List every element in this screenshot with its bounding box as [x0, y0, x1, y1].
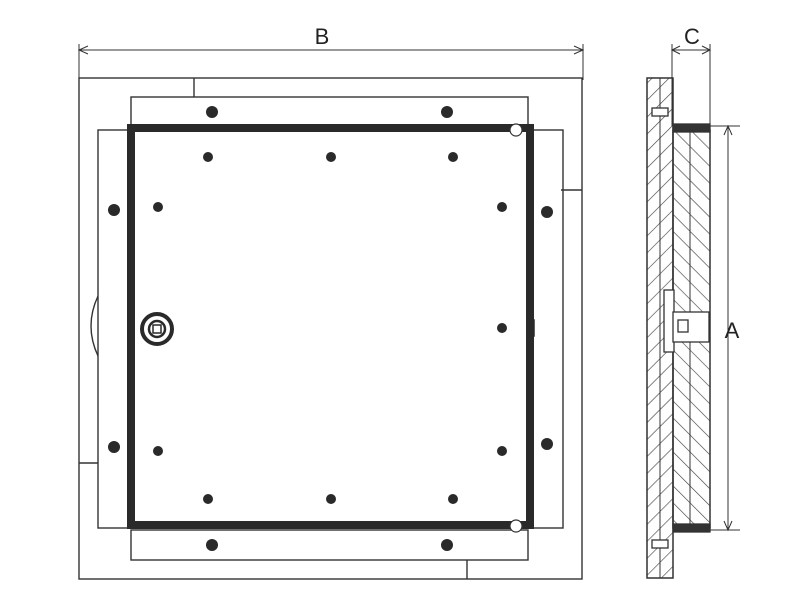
rivet — [326, 152, 336, 162]
rivet — [448, 152, 458, 162]
rivet — [203, 152, 213, 162]
left-plate — [97, 129, 131, 529]
right-plate — [530, 129, 564, 529]
rivet — [203, 494, 213, 504]
dimension-a: A — [708, 124, 740, 532]
rivet — [497, 202, 507, 212]
top-plate — [130, 96, 529, 129]
dimension-c: C — [670, 24, 712, 126]
rivet — [153, 202, 163, 212]
rivet — [497, 323, 507, 333]
rivet — [448, 494, 458, 504]
screw — [206, 539, 218, 551]
dimension-c-label: C — [684, 24, 700, 49]
dimension-b: B — [77, 24, 585, 80]
bottom-plate — [130, 529, 529, 561]
screw — [441, 106, 453, 118]
screw — [541, 438, 553, 450]
lock-mechanism — [663, 289, 710, 353]
front-view: B — [77, 24, 585, 580]
screw — [541, 206, 553, 218]
lock-icon — [140, 312, 174, 346]
door-frame — [127, 124, 534, 529]
side-section-view: C A — [646, 24, 740, 579]
screw — [108, 204, 120, 216]
hinge-bump — [90, 295, 99, 357]
rivet — [326, 494, 336, 504]
screw — [108, 441, 120, 453]
dimension-a-label: A — [725, 318, 740, 343]
screw — [206, 106, 218, 118]
rivet — [497, 446, 507, 456]
screw — [441, 539, 453, 551]
corner-hinges — [509, 123, 523, 533]
dimension-b-label: B — [315, 24, 330, 49]
screw-group — [108, 106, 553, 551]
outer-frame — [78, 77, 583, 580]
rivet — [153, 446, 163, 456]
latch — [527, 319, 535, 337]
